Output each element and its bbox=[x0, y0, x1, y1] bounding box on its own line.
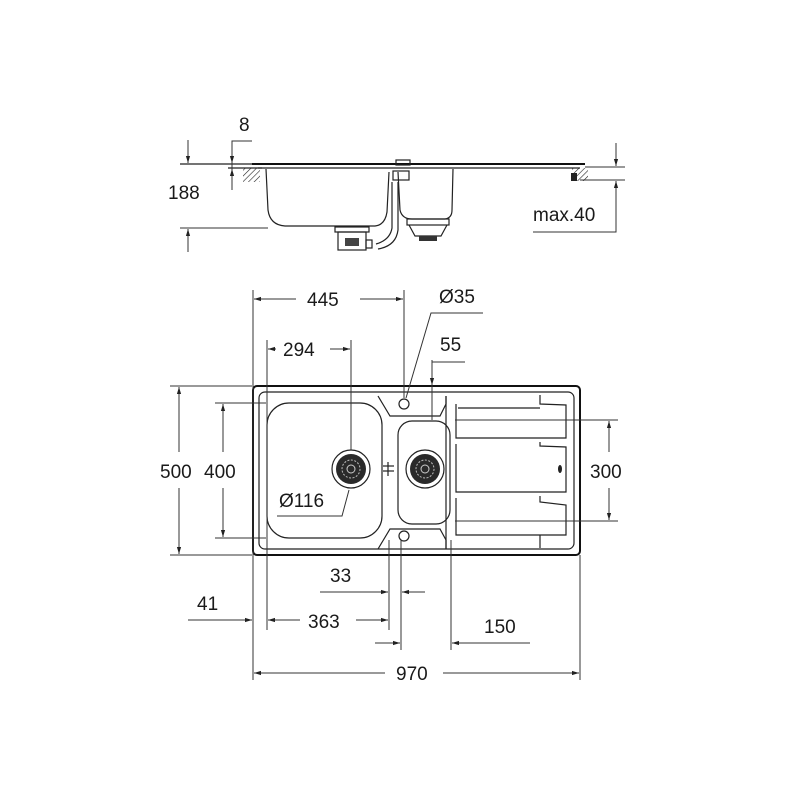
main-drain-icon bbox=[331, 449, 371, 489]
dim-294: 294 bbox=[283, 340, 315, 361]
small-bowl-profile bbox=[397, 168, 454, 220]
dim-worktop-max40: max.40 bbox=[533, 205, 595, 226]
tap-fitting bbox=[395, 159, 411, 166]
dim-rim-8: 8 bbox=[239, 115, 250, 136]
dim-33: 33 bbox=[330, 566, 351, 587]
dim-tap-hole-35: Ø35 bbox=[439, 287, 475, 308]
dim-363: 363 bbox=[308, 612, 340, 633]
small-drain-icon bbox=[405, 449, 445, 489]
small-drain-fitting bbox=[419, 236, 437, 241]
left-worktop-hatch bbox=[243, 168, 260, 182]
dim-300: 300 bbox=[590, 462, 622, 483]
overflow-hole-icon bbox=[398, 530, 410, 542]
dim-drain-116: Ø116 bbox=[279, 491, 324, 512]
dim-150: 150 bbox=[484, 617, 516, 638]
dim-55: 55 bbox=[440, 335, 461, 356]
top-view: 445 294 Ø35 55 500 400 Ø116 300 bbox=[160, 287, 622, 685]
dim-depth-188: 188 bbox=[168, 183, 200, 204]
side-view: 188 8 max.40 bbox=[168, 115, 625, 252]
dim-500: 500 bbox=[160, 462, 192, 483]
tap-hole-icon bbox=[398, 398, 410, 410]
small-bowl bbox=[397, 420, 451, 525]
dim-445: 445 bbox=[307, 290, 339, 311]
main-bowl-profile bbox=[265, 168, 390, 227]
dim-400: 400 bbox=[204, 462, 236, 483]
drainer-grooves bbox=[445, 395, 567, 549]
dim-41: 41 bbox=[197, 594, 218, 615]
dim-970: 970 bbox=[396, 664, 428, 685]
